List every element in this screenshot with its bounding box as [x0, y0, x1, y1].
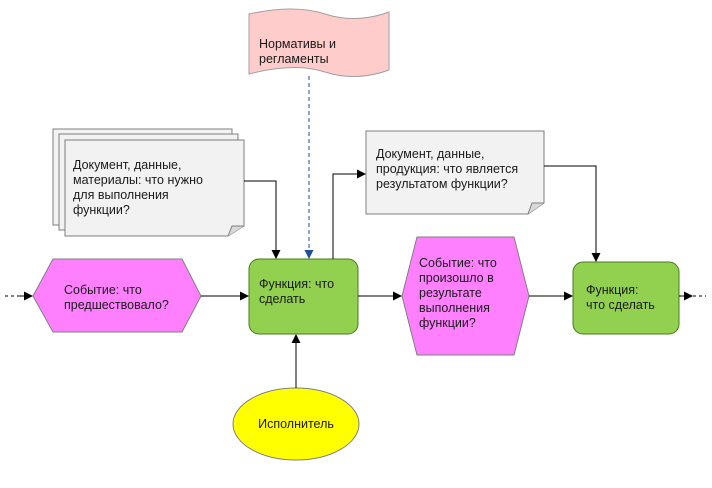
function-next-shape — [572, 261, 680, 335]
standards-shape — [248, 8, 390, 78]
output-doc-to-next-function-arrow — [544, 165, 601, 262]
input-doc-to-function-arrow — [244, 180, 281, 259]
performer-label: Исполнитель — [258, 417, 334, 431]
output-document — [365, 130, 545, 215]
event-before-label: Событие: что предшествовало? — [64, 283, 169, 312]
function-next-label: Функция: что сделать — [586, 283, 655, 312]
input-document-label: Документ, данные, материалы: что нужно д… — [73, 158, 203, 217]
event-after-label: Событие: что произошло в результате выпо… — [419, 256, 497, 330]
function-to-output-doc-arrow — [332, 169, 366, 259]
output-document-label: Документ, данные, продукция: что являетс… — [376, 147, 519, 191]
input-documents-stack — [52, 128, 245, 237]
function-main-label: Функция: что сделать — [259, 277, 335, 306]
standards-label: Нормативы и регламенты — [259, 37, 336, 66]
